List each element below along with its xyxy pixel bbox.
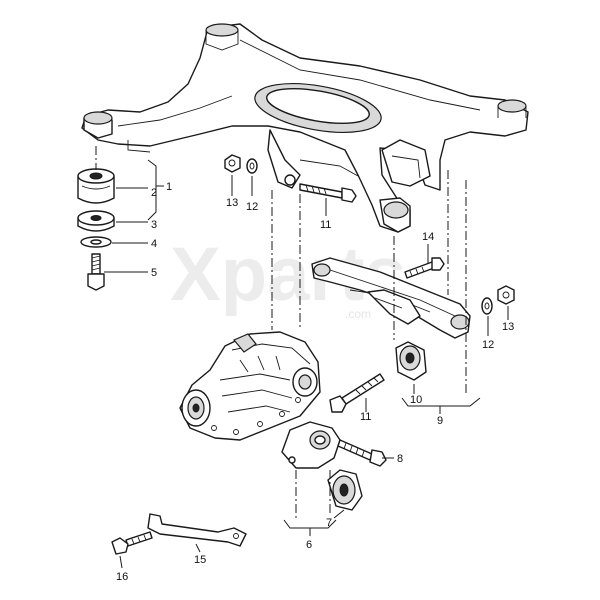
callout-9: 9 bbox=[437, 415, 443, 427]
callout-12-upper: 12 bbox=[246, 201, 258, 213]
spacer-part-3 bbox=[77, 210, 115, 232]
callout-15: 15 bbox=[194, 554, 206, 566]
callout-7: 7 bbox=[326, 517, 332, 529]
washer-part-12-upper bbox=[246, 158, 258, 174]
bolt-part-11-lower bbox=[329, 373, 385, 413]
nut-part-13-right bbox=[497, 285, 515, 305]
callout-1: 1 bbox=[166, 181, 172, 193]
callout-13-right: 13 bbox=[502, 321, 514, 333]
washer-part-4 bbox=[80, 236, 112, 248]
bushing-part-7 bbox=[327, 469, 363, 511]
mount-bracket-part-6 bbox=[281, 421, 341, 469]
callout-16: 16 bbox=[116, 571, 128, 583]
callout-3: 3 bbox=[151, 219, 157, 231]
bolt-part-8 bbox=[337, 439, 387, 467]
washer-part-12-right bbox=[481, 297, 493, 315]
bolt-part-16 bbox=[111, 531, 153, 555]
bushing-part-10 bbox=[395, 341, 427, 381]
leader-lines bbox=[104, 159, 509, 569]
callout-11-lower: 11 bbox=[360, 411, 371, 423]
alignment-lines bbox=[95, 146, 467, 520]
callout-13-upper: 13 bbox=[226, 197, 238, 209]
bracket-part-15 bbox=[147, 513, 247, 547]
callout-10: 10 bbox=[410, 394, 422, 406]
callout-5: 5 bbox=[151, 267, 157, 279]
watermark-domain: .com bbox=[345, 307, 371, 321]
bolt-part-11-upper bbox=[299, 183, 357, 203]
nut-part-13-upper bbox=[224, 154, 241, 173]
callout-4: 4 bbox=[151, 238, 157, 250]
subframe bbox=[81, 23, 529, 233]
callout-2: 2 bbox=[151, 187, 157, 199]
callout-14: 14 bbox=[422, 231, 434, 243]
callout-8: 8 bbox=[397, 453, 403, 465]
callout-11-upper: 11 bbox=[320, 219, 331, 231]
callout-6: 6 bbox=[306, 539, 312, 551]
rubber-mount-part-2 bbox=[77, 168, 115, 204]
bolt-part-14 bbox=[404, 257, 445, 279]
callout-12-right: 12 bbox=[482, 339, 494, 351]
bolt-part-5 bbox=[87, 253, 105, 291]
differential-housing bbox=[179, 331, 321, 441]
